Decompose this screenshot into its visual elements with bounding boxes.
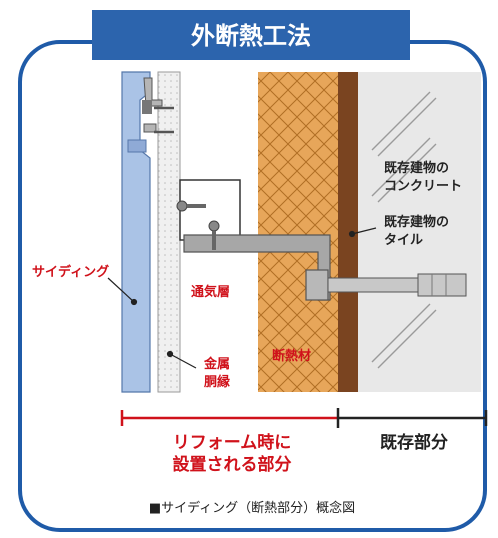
caption: ■サイディング（断熱部分）概念図 [149,500,355,516]
bracket-box [179,179,241,241]
bracket-screws [176,200,220,250]
concrete-hatch [371,91,437,369]
label-reform-2: 設置される部分 [173,454,292,475]
label-vent-layer: 通気層 [191,284,230,300]
label-existing: 既存部分 [380,432,448,453]
dimension-lines [120,408,488,428]
leader-lines [107,227,377,369]
label-concrete-1: 既存建物の [384,160,449,176]
anchor-bolt [305,269,467,301]
label-reform-1: リフォーム時に [173,432,292,453]
siding-clip [142,77,174,134]
header-box [92,10,410,60]
tile-layer [336,72,358,392]
label-siding: サイディング [32,264,109,280]
label-tile-2: タイル [384,233,423,248]
insulation-layer [258,72,338,392]
siding-panel [121,71,151,393]
concrete-wall [356,72,481,392]
label-concrete-2: コンクリート [384,179,462,194]
label-tile-1: 既存建物の [384,214,449,230]
label-insulation: 断熱材 [272,348,311,364]
header-title: 外断熱工法 [191,22,311,50]
furring-strip [157,71,181,393]
label-furring-1: 金属 [203,356,230,372]
label-furring-2: 胴縁 [204,374,230,390]
